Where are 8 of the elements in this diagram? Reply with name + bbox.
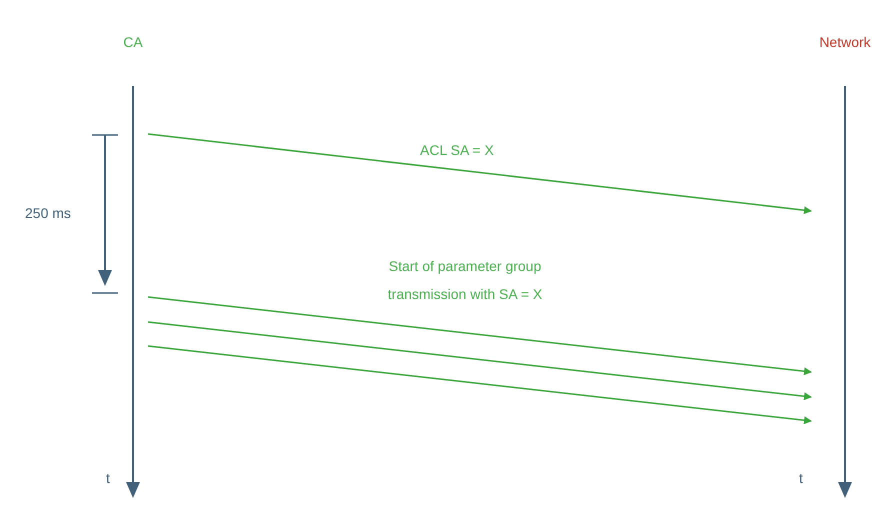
lifeline-title: Network xyxy=(818,34,872,50)
message-arrow xyxy=(148,345,812,424)
message-arrow xyxy=(148,296,812,376)
edge-label: ACL SA = X xyxy=(420,142,494,158)
dimension-label: 250 ms xyxy=(25,205,71,221)
message-arrow xyxy=(148,321,812,400)
lifeline-title: CA xyxy=(122,34,144,50)
message-arrow xyxy=(148,133,812,214)
